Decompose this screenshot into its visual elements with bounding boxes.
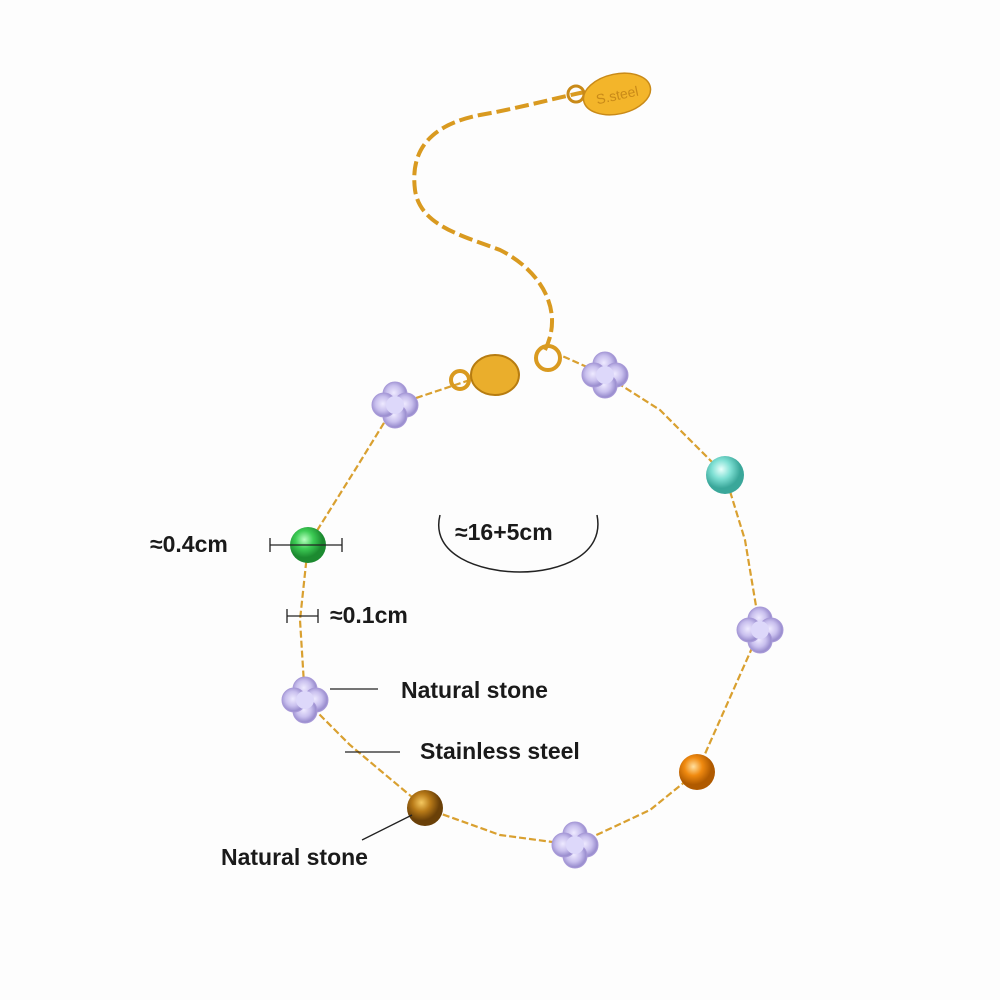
length-label: ≈16+5cm	[455, 519, 553, 545]
flower-bead	[581, 351, 629, 399]
round-stone-label: Natural stone	[221, 844, 368, 870]
chain-material-label: Stainless steel	[420, 738, 580, 764]
flower-bead	[371, 381, 419, 429]
chain-width-label: ≈0.1cm	[330, 602, 408, 628]
flower-bead	[736, 606, 784, 654]
orange-stone	[679, 754, 715, 790]
flower-stone-label: Natural stone	[401, 677, 548, 703]
annotation-lines	[269, 514, 599, 841]
flower-bead	[551, 821, 599, 869]
bead-size-label: ≈0.4cm	[150, 531, 228, 557]
lobster-clasp	[449, 344, 562, 396]
tag: S.steel	[566, 72, 652, 116]
teal-stone	[706, 456, 744, 494]
extension-chain	[412, 90, 586, 351]
tiger-eye-stone	[407, 790, 443, 826]
